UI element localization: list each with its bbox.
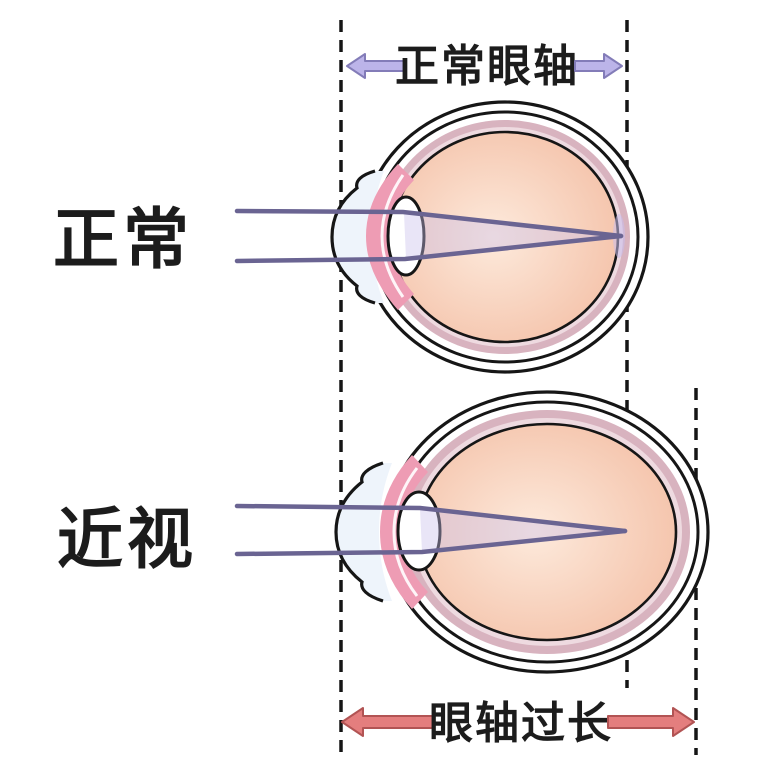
normal-eye-lens — [386, 195, 426, 277]
myopic-eye-light-ray-upper — [234, 503, 628, 534]
normal-axis-annotation: 正常眼轴 — [346, 42, 623, 91]
normal-eye-light-cone — [404, 213, 621, 259]
normal-row-label: 正常 — [53, 202, 193, 276]
normal-eye-iris-highlight — [380, 174, 405, 298]
myopic-eye-illustration — [234, 390, 710, 674]
myopic-eye-light-ray-lower — [234, 528, 628, 557]
arrow-left-icon — [346, 53, 407, 79]
normal-eye-cornea — [332, 171, 384, 303]
myopic-eye-light-cone — [420, 509, 625, 552]
long-axis-annotation: 眼轴过长 — [341, 699, 695, 748]
myopic-eye-cornea — [336, 463, 392, 601]
myopic-eye-iris-highlight — [392, 467, 419, 597]
myopic-eye-iris — [380, 455, 428, 609]
arrow-right-icon — [574, 53, 623, 79]
long-axis-label: 眼轴过长 — [429, 699, 613, 748]
myopic-eye-cornea-outline — [334, 461, 384, 603]
normal-eye-light-ray-upper — [234, 208, 624, 239]
normal-eye-light-ray-lower — [234, 233, 624, 264]
arrow-left-icon — [341, 707, 434, 737]
arrow-right-icon — [607, 707, 695, 737]
normal-axis-label: 正常眼轴 — [395, 42, 579, 91]
myopia-row-label: 近视 — [57, 502, 197, 576]
normal-eye-illustration — [234, 100, 650, 374]
normal-eye-cornea-outline — [330, 169, 376, 305]
